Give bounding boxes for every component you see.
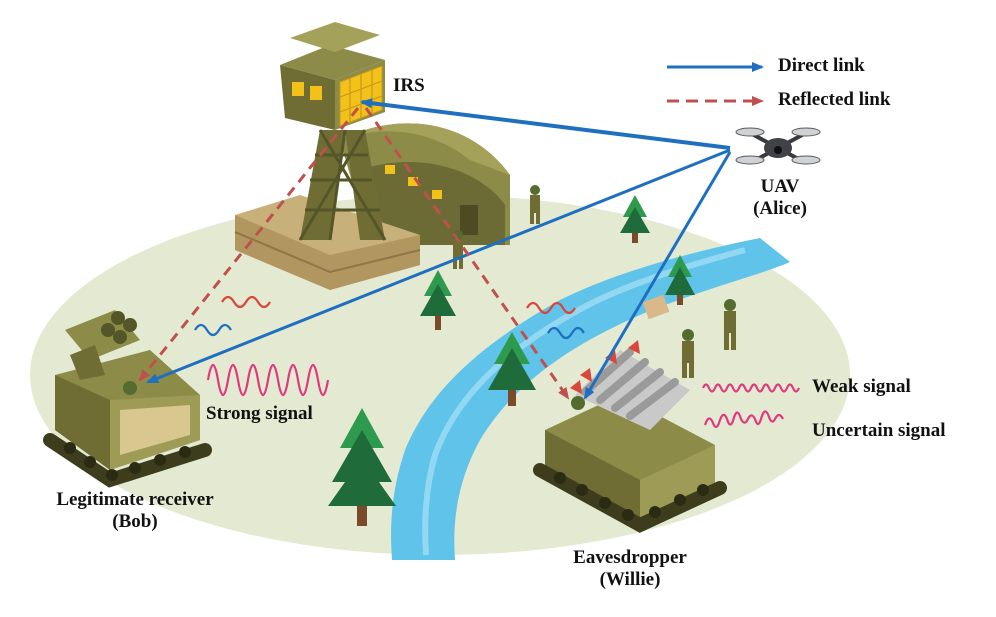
legend [667, 62, 764, 106]
tree-icon [665, 255, 695, 305]
river-highlight [422, 247, 746, 556]
uav-label-line1: UAV [760, 176, 800, 197]
direct-wave-willie [547, 326, 585, 340]
legend-reflected-label: Reflected link [778, 89, 891, 110]
uav-drone-icon [735, 127, 821, 165]
uncertain-signal-wave [703, 410, 784, 429]
missile-rack [570, 340, 690, 430]
weak-signal-wave [701, 383, 801, 393]
soldier-icon [724, 299, 736, 350]
direct-link-uav-willie [583, 151, 732, 400]
crate-icon [642, 294, 670, 320]
irs-tower [280, 22, 387, 241]
reflected-wave-bob [221, 295, 271, 309]
bob-operator-icon [123, 381, 137, 395]
willie-label-line2: (Willie) [599, 568, 661, 590]
willie-operator-icon [571, 396, 585, 410]
reflected-link-irs-bob [138, 107, 360, 382]
hangar-building [340, 123, 510, 245]
sandbag-wall [234, 195, 421, 290]
irs-label: IRS [393, 75, 425, 96]
bob-vehicle [43, 310, 212, 488]
tree-group [328, 195, 695, 526]
reflected-link-irs-willie [364, 107, 570, 400]
signal-waves [194, 295, 801, 429]
irs-panel [339, 65, 383, 127]
willie-vehicle [533, 340, 727, 533]
tree-icon [328, 408, 396, 526]
direct-link-uav-irs [360, 98, 731, 150]
willie-label-line1: Eavesdropper [573, 547, 687, 568]
bob-label: Legitimate receiver (Bob) [25, 489, 245, 533]
soldier-icon [682, 329, 694, 378]
tree-icon [620, 195, 650, 243]
uncertain-signal-label: Uncertain signal [812, 420, 946, 441]
uav-label: UAV (Alice) [748, 176, 812, 220]
direct-wave-bob [194, 323, 232, 337]
direct-link-uav-bob [146, 148, 731, 384]
tree-icon [420, 270, 456, 330]
weak-signal-label: Weak signal [812, 376, 911, 397]
soldier-group [453, 185, 736, 378]
strong-signal-label: Strong signal [206, 403, 313, 424]
uav-label-line2: (Alice) [753, 197, 807, 219]
soldier-icon [530, 185, 540, 224]
link-lines [138, 98, 732, 400]
reflected-wave-willie [526, 301, 576, 315]
bob-label-line2: (Bob) [112, 510, 158, 532]
willie-label: Eavesdropper (Willie) [555, 547, 705, 591]
strong-signal-wave [206, 363, 330, 397]
legend-direct-label: Direct link [778, 55, 865, 76]
tree-icon [488, 332, 536, 406]
bob-label-line1: Legitimate receiver [56, 489, 214, 510]
launcher-tubes [65, 310, 140, 380]
